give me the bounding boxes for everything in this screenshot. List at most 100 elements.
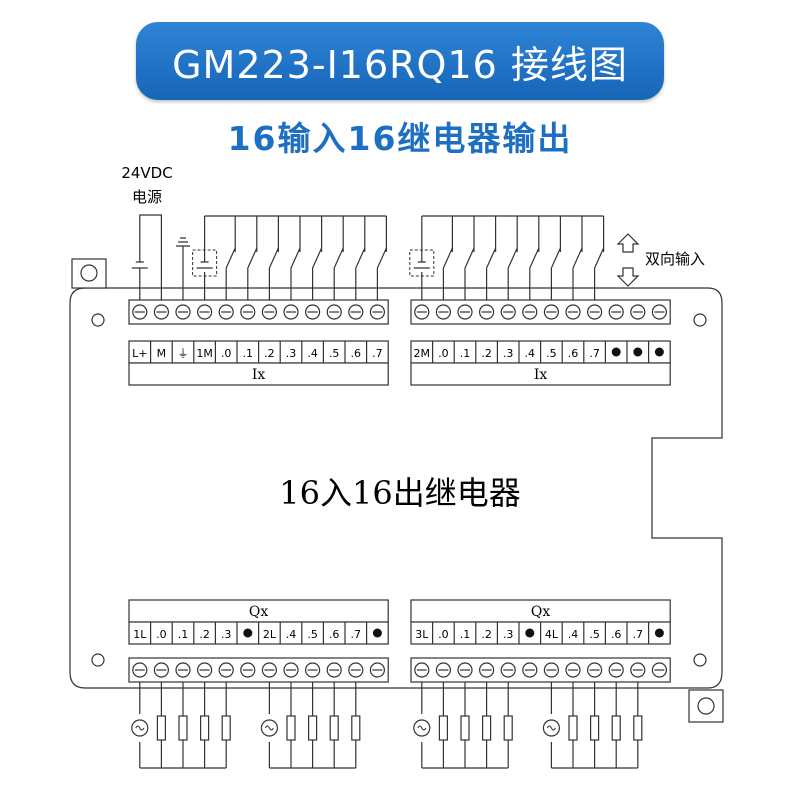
top-left-terminal-label: .5 — [329, 347, 340, 360]
bottom-right-group-b-output-wiring — [550, 682, 639, 769]
top-right-terminal-label: .5 — [546, 347, 557, 360]
power-label-source: 电源 — [132, 188, 162, 206]
top-left-terminal-strip — [128, 299, 389, 325]
bottom-left-terminal-label: .6 — [329, 628, 340, 641]
top-right-group-b-switches — [517, 215, 605, 300]
bottom-right-terminal-strip — [410, 657, 671, 683]
title-banner: GM223-I16RQ16 接线图 — [136, 22, 664, 100]
top-left-terminal-label: ⏚ — [178, 347, 189, 360]
bidirectional-arrow-icon — [616, 233, 640, 287]
top-right-terminal-label: .1 — [460, 347, 471, 360]
top-right-unused-dot — [611, 347, 621, 357]
bottom-left-caption: Qx — [249, 604, 268, 620]
top-left-group-a-battery-icon — [196, 252, 213, 300]
bidirectional-input-label: 双向输入 — [645, 250, 705, 268]
top-right-terminal-label: .6 — [568, 347, 579, 360]
top-right-unused-dot — [654, 347, 664, 357]
bottom-left-unused-dot — [372, 628, 382, 638]
bottom-left-unused-dot — [243, 628, 253, 638]
mounting-hole-tab-bottom-right — [697, 697, 715, 715]
power-supply-symbol — [131, 214, 162, 300]
bottom-left-group-b-ac-wave — [264, 725, 274, 731]
screw-hole-br — [693, 653, 707, 667]
bottom-left-terminal-label: 1L — [133, 628, 147, 641]
ground-icon — [176, 237, 190, 300]
screw-hole-tr — [693, 313, 707, 327]
bottom-left-group-a-load-resistor-icon — [200, 715, 210, 741]
mounting-hole-tab-top-left — [80, 264, 98, 282]
top-right-caption: Ix — [534, 367, 548, 383]
bottom-right-terminal-label: 4L — [545, 628, 559, 641]
top-left-group-a-input-switches — [204, 215, 301, 300]
bottom-right-group-a-load-resistor-icon — [460, 715, 470, 741]
bottom-right-group-b-load-resistor-icon — [633, 715, 643, 741]
bottom-left-terminal-label: .0 — [156, 628, 167, 641]
bottom-left-group-a-load-resistor-icon — [221, 715, 231, 741]
top-right-group-a-input-switches — [421, 215, 518, 300]
bottom-right-unused-dot — [654, 628, 664, 638]
bottom-right-terminal-label: .4 — [568, 628, 579, 641]
bottom-right-unused-dot — [525, 628, 535, 638]
bottom-right-group-b-load-resistor-icon — [568, 715, 578, 741]
bottom-right-terminal-label: .5 — [589, 628, 600, 641]
bottom-right-terminal-label: .3 — [503, 628, 514, 641]
bottom-right-group-a-load-resistor-icon — [482, 715, 492, 741]
top-left-terminal-label: .4 — [307, 347, 318, 360]
bottom-left-group-b-load-resistor-icon — [286, 715, 296, 741]
bottom-left-terminal-strip — [128, 657, 389, 683]
bottom-left-group-b-load-resistor-icon — [329, 715, 339, 741]
bottom-right-caption: Qx — [531, 604, 550, 620]
bottom-right-group-a-load-resistor-icon — [503, 715, 513, 741]
top-left-terminal-label: .6 — [351, 347, 362, 360]
bottom-left-terminal-label: .3 — [221, 628, 232, 641]
top-right-terminal-label: .2 — [481, 347, 492, 360]
bottom-left-group-a-ac-wave — [135, 725, 145, 731]
top-right-terminal-strip — [410, 299, 671, 325]
bottom-left-terminal-label: .1 — [178, 628, 189, 641]
top-right-terminal-label: .0 — [438, 347, 449, 360]
bottom-left-terminal-label: 2L — [263, 628, 277, 641]
top-right-group-a-battery-icon — [413, 252, 430, 300]
top-right-terminal-label: .7 — [589, 347, 600, 360]
bottom-right-group-b-load-resistor-icon — [589, 715, 600, 741]
bottom-left-group-a-output-wiring — [139, 682, 227, 769]
bottom-left-terminal-label: .2 — [199, 628, 210, 641]
bottom-right-group-b-ac-wave — [546, 725, 556, 731]
module-center-label: 16入16出继电器 — [279, 474, 520, 512]
bottom-left-terminal-label: .7 — [351, 628, 362, 641]
top-right-terminal-label: .4 — [525, 347, 536, 360]
top-right-terminal-label: .3 — [503, 347, 514, 360]
diagram-subtitle: 16输入16继电器输出 — [227, 119, 573, 158]
top-left-terminal-label: .7 — [372, 347, 383, 360]
bottom-right-group-a-load-resistor-icon — [438, 715, 448, 741]
bottom-left-group-b-load-resistor-icon — [308, 715, 318, 741]
bottom-right-terminal-label: .6 — [611, 628, 622, 641]
bottom-right-group-b-load-resistor-icon — [611, 715, 621, 741]
top-right-caption-box — [410, 362, 671, 386]
bottom-left-group-b-load-resistor-icon — [351, 715, 361, 741]
bottom-right-terminal-label: .0 — [438, 628, 449, 641]
bottom-right-terminal-label: .2 — [481, 628, 492, 641]
screw-hole-tl — [91, 313, 105, 327]
top-left-terminal-label: 1M — [196, 347, 213, 360]
bottom-left-group-a-load-resistor-icon — [178, 715, 188, 741]
top-left-terminal-label: L+ — [132, 347, 147, 360]
top-left-terminal-label: .2 — [264, 347, 275, 360]
top-left-caption: Ix — [252, 367, 266, 383]
top-left-terminal-label: .3 — [286, 347, 297, 360]
top-right-terminal-label: 2M — [414, 347, 431, 360]
top-left-group-b-switches — [300, 215, 387, 300]
power-label-24vdc: 24VDC — [121, 164, 172, 182]
top-left-caption-box — [128, 362, 389, 386]
bottom-left-terminal-label: .4 — [286, 628, 297, 641]
diagram-title: GM223-I16RQ16 接线图 — [172, 42, 628, 87]
bottom-right-terminal-label: .1 — [460, 628, 471, 641]
top-left-terminal-label: .0 — [221, 347, 232, 360]
top-right-unused-dot — [633, 347, 643, 357]
bottom-left-group-b-output-wiring — [268, 682, 357, 769]
bottom-right-group-a-ac-wave — [417, 725, 427, 731]
bottom-right-group-a-output-wiring — [421, 682, 509, 769]
bottom-left-terminal-label: .5 — [307, 628, 318, 641]
bottom-right-terminal-label: 3L — [415, 628, 429, 641]
